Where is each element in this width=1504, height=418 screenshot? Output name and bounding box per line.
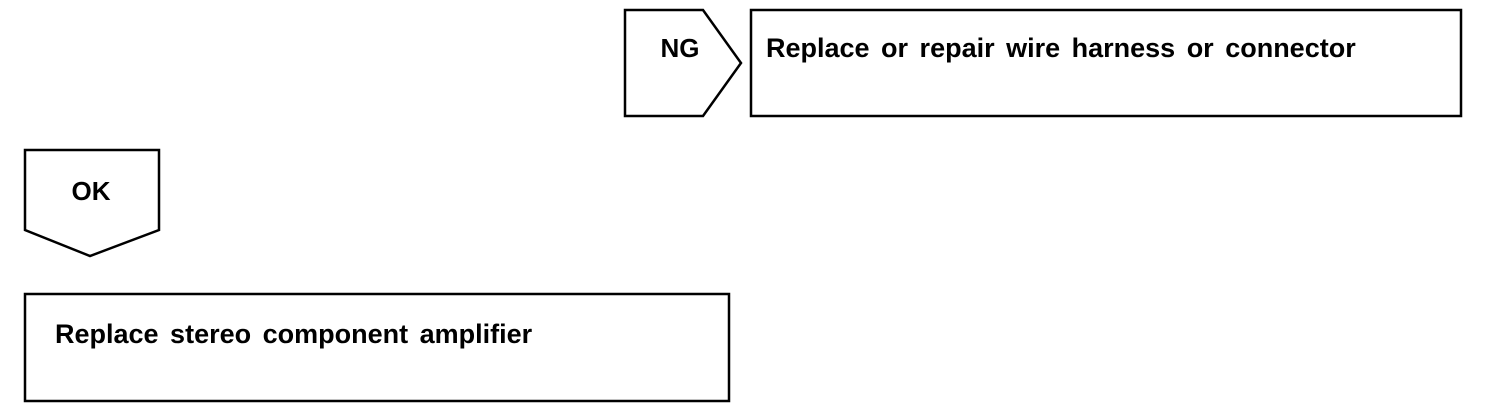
ng-action-rect — [749, 8, 1463, 118]
ok-tag: OK — [23, 148, 161, 258]
ok-tag-label: OK — [72, 176, 111, 206]
ng-action-box: Replace or repair wire harness or connec… — [749, 8, 1463, 118]
ok-action-box: Replace stereo component amplifier — [23, 292, 731, 403]
ok-tag-shape — [23, 148, 161, 258]
ng-tag-shape — [623, 8, 743, 118]
ng-action-label: Replace or repair wire harness or connec… — [766, 33, 1356, 63]
ng-tag: NG — [623, 8, 743, 118]
ok-action-rect — [23, 292, 731, 403]
ok-action-label: Replace stereo component amplifier — [55, 319, 533, 349]
ng-tag-label: NG — [661, 33, 700, 63]
